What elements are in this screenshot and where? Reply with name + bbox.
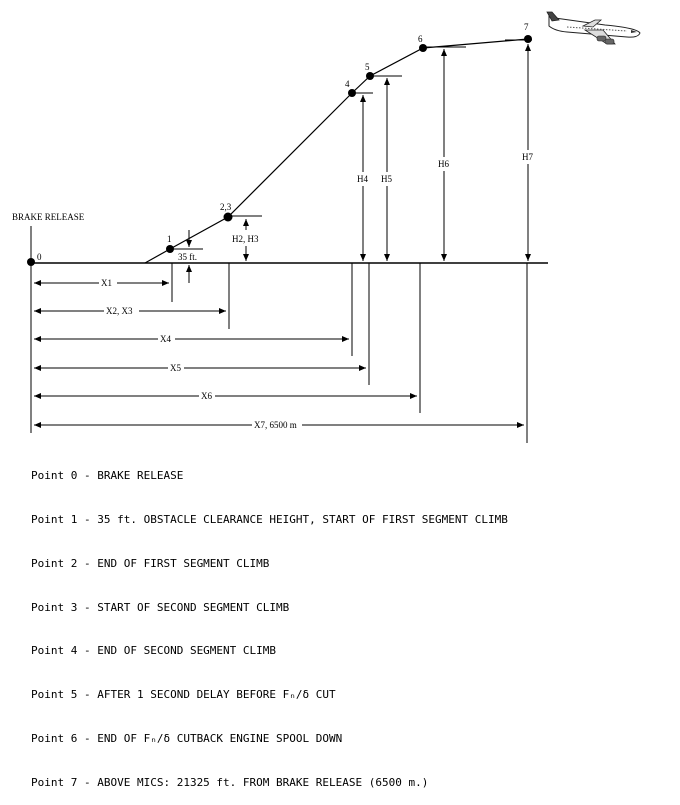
point-6-marker [419, 44, 427, 52]
point-4-label: 4 [345, 79, 350, 89]
flight-path [144, 38, 529, 264]
brake-release-label: BRAKE RELEASE [12, 212, 85, 222]
h7-label: H7 [522, 152, 533, 162]
x5-label: X5 [170, 363, 181, 373]
takeoff-profile-diagram: BRAKE RELEASE 0 1 2,3 4 5 6 7 35 ft. H2,… [12, 11, 641, 443]
h6-label: H6 [438, 159, 449, 169]
legend-item-point-7: Point 7 - ABOVE MICS: 21325 ft. FROM BRA… [31, 775, 429, 789]
x6-label: X6 [201, 391, 212, 401]
legend-item-point-4: Point 4 - END OF SECOND SEGMENT CLIMB [31, 644, 277, 658]
point-5-label: 5 [365, 62, 370, 72]
legend: Point 0 - BRAKE RELEASE Point 1 - 35 ft.… [31, 440, 671, 805]
airplane-icon [546, 11, 641, 45]
x23-label: X2, X3 [106, 306, 133, 316]
legend-item-point-3: Point 3 - START OF SECOND SEGMENT CLIMB [31, 600, 290, 614]
point-2-3-marker [223, 212, 233, 222]
legend-item-point-6: Point 6 - END OF Fₙ/δ CUTBACK ENGINE SPO… [31, 731, 343, 745]
legend-item-point-5: Point 5 - AFTER 1 SECOND DELAY BEFORE Fₙ… [31, 688, 336, 702]
h1-label: 35 ft. [178, 252, 197, 262]
point-7-marker [524, 35, 532, 43]
h5-label: H5 [381, 174, 392, 184]
x4-label: X4 [160, 334, 171, 344]
x7-label: X7, 6500 m [254, 420, 297, 430]
point-0-marker [27, 258, 35, 266]
legend-item-point-1: Point 1 - 35 ft. OBSTACLE CLEARANCE HEIG… [31, 512, 508, 526]
h23-label: H2, H3 [232, 234, 259, 244]
x1-label: X1 [101, 278, 112, 288]
point-7-label: 7 [524, 22, 529, 32]
point-1-label: 1 [167, 234, 172, 244]
legend-item-point-0: Point 0 - BRAKE RELEASE [31, 469, 184, 483]
legend-item-point-2: Point 2 - END OF FIRST SEGMENT CLIMB [31, 556, 270, 570]
h4-label: H4 [357, 174, 368, 184]
point-2-3-label: 2,3 [220, 202, 232, 212]
point-0-label: 0 [37, 252, 42, 262]
point-6-label: 6 [418, 34, 423, 44]
